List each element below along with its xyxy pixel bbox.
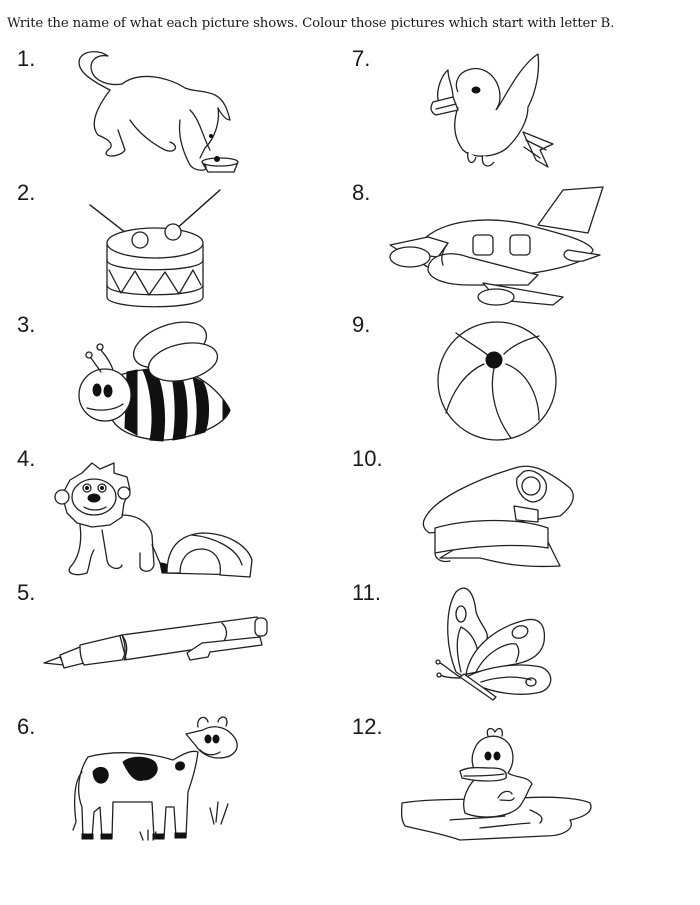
cow-icon bbox=[72, 716, 238, 841]
butterfly-icon bbox=[435, 587, 552, 701]
bird-icon bbox=[430, 53, 554, 168]
item-number: 2. bbox=[17, 180, 36, 205]
item-number: 5. bbox=[17, 580, 36, 605]
worksheet-instruction: Write the name of what each picture show… bbox=[7, 16, 615, 31]
bee-icon bbox=[78, 321, 231, 442]
item-number: 8. bbox=[352, 180, 371, 205]
item-number: 3. bbox=[17, 312, 36, 337]
item-number: 4. bbox=[17, 446, 36, 471]
lion-with-cave-icon bbox=[54, 462, 253, 578]
item-number: 10. bbox=[352, 446, 383, 471]
ball-icon bbox=[437, 321, 557, 441]
pen-icon bbox=[43, 616, 268, 669]
cap-icon bbox=[422, 465, 574, 568]
item-number: 9. bbox=[352, 312, 371, 337]
item-number: 7. bbox=[352, 46, 371, 71]
dog-drinking-from-bowl-icon bbox=[78, 51, 239, 173]
duck-icon bbox=[400, 727, 592, 841]
item-number: 12. bbox=[352, 714, 383, 739]
item-number: 1. bbox=[17, 46, 36, 71]
item-number: 11. bbox=[352, 580, 381, 605]
drum-icon bbox=[89, 189, 221, 308]
item-number: 6. bbox=[17, 714, 36, 739]
aeroplane-icon bbox=[389, 186, 604, 306]
